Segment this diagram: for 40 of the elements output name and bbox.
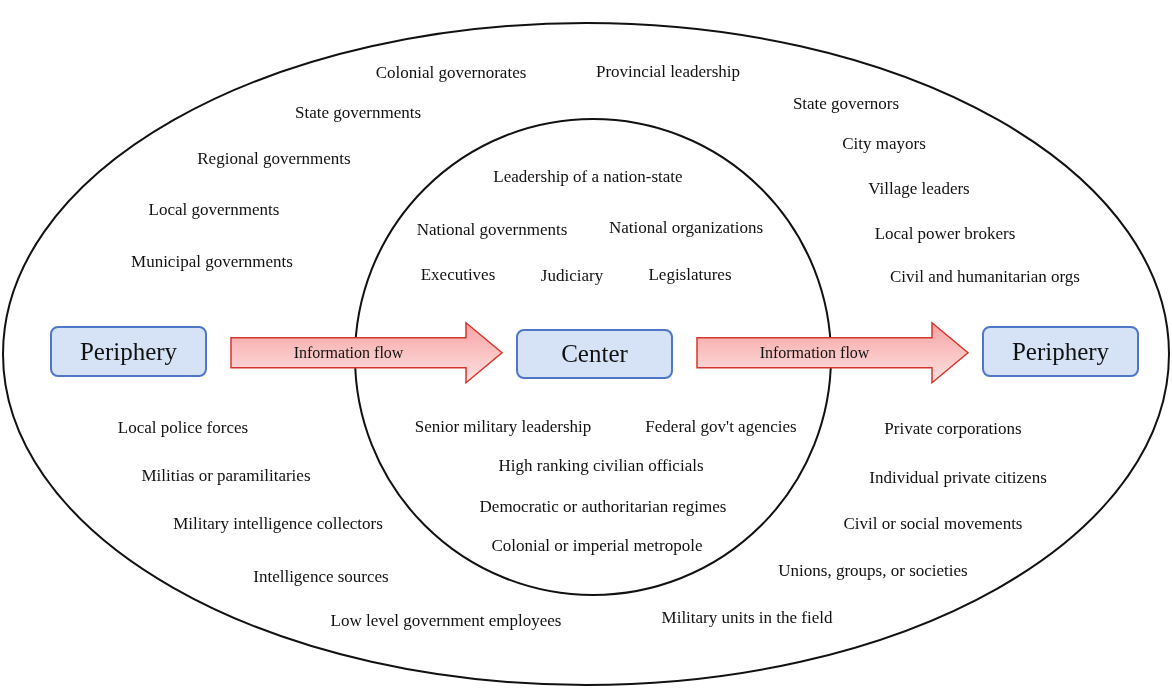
label-text: Military intelligence collectors bbox=[173, 514, 383, 534]
label-text: Legislatures bbox=[648, 265, 732, 285]
block-arrow bbox=[230, 321, 504, 385]
label-text: State governors bbox=[792, 94, 900, 114]
ellipse-outline bbox=[2, 22, 1170, 686]
label-text: Local power brokers bbox=[874, 224, 1016, 244]
label-text: Executives bbox=[420, 265, 496, 285]
block-arrow bbox=[696, 321, 970, 385]
rounded-box: Periphery bbox=[50, 326, 207, 377]
label-text: Militias or paramilitaries bbox=[141, 466, 311, 486]
label-text: City mayors bbox=[842, 134, 926, 154]
label-text: Intelligence sources bbox=[253, 567, 389, 587]
rounded-box: Center bbox=[516, 329, 673, 379]
rounded-box: Periphery bbox=[982, 326, 1139, 377]
label-text: Local police forces bbox=[117, 418, 249, 438]
label-text: Local governments bbox=[148, 200, 280, 220]
edge-label: Information flow bbox=[293, 343, 404, 362]
label-text: Civil or social movements bbox=[843, 514, 1023, 534]
label-text: Regional governments bbox=[197, 149, 351, 169]
label-text: Democratic or authoritarian regimes bbox=[479, 497, 727, 517]
label-text: National organizations bbox=[608, 218, 764, 238]
label-text: Senior military leadership bbox=[414, 417, 592, 437]
label-text: Colonial governorates bbox=[375, 63, 527, 83]
label-text: Low level government employees bbox=[330, 611, 562, 631]
label-text: Military units in the field bbox=[661, 608, 833, 628]
label-text: Private corporations bbox=[884, 419, 1022, 439]
label-text: State governments bbox=[294, 103, 422, 123]
label-text: Judiciary bbox=[540, 266, 604, 286]
label-text: Leadership of a nation-state bbox=[493, 167, 683, 187]
label-text: National governments bbox=[416, 220, 568, 240]
label-text: Civil and humanitarian orgs bbox=[890, 267, 1080, 287]
label-text: Village leaders bbox=[868, 179, 970, 199]
label-text: Individual private citizens bbox=[869, 468, 1047, 488]
label-text: Federal gov't agencies bbox=[645, 417, 797, 437]
label-text: Colonial or imperial metropole bbox=[491, 536, 703, 556]
label-text: High ranking civilian officials bbox=[498, 456, 704, 476]
label-text: Unions, groups, or societies bbox=[778, 561, 968, 581]
label-text: Municipal governments bbox=[131, 252, 293, 272]
edge-label: Information flow bbox=[759, 343, 870, 362]
label-text: Provincial leadership bbox=[596, 62, 740, 82]
